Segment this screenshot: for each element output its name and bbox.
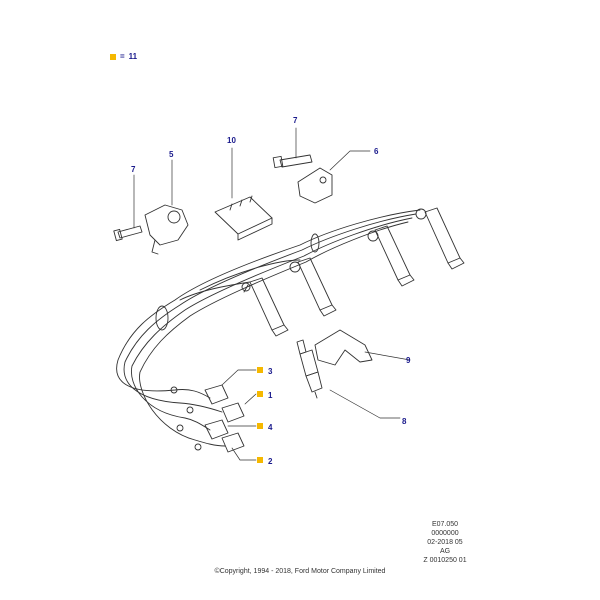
info-line-3: 02-2018 05 bbox=[427, 539, 463, 546]
info-line-1: E07.050 bbox=[431, 521, 459, 528]
wiring-harness bbox=[116, 209, 421, 447]
coil-connector-3 bbox=[170, 384, 229, 405]
marker-3 bbox=[257, 367, 263, 373]
info-line-5: Z 0010250 01 bbox=[423, 557, 467, 564]
coil-connector-2 bbox=[194, 432, 245, 453]
spark-plug-boot-a bbox=[241, 277, 289, 337]
callout-6: 6 bbox=[374, 147, 379, 156]
callout-9: 9 bbox=[406, 356, 411, 365]
coil-connector-1 bbox=[186, 402, 245, 423]
harness-clamp-2 bbox=[310, 233, 320, 253]
marker-1 bbox=[257, 391, 263, 397]
leader-lines bbox=[133, 127, 411, 461]
bolt-part-7-left bbox=[113, 225, 143, 242]
sensor-part-5 bbox=[144, 204, 189, 255]
spark-plug-boot-b bbox=[289, 257, 337, 317]
legend-value: 11 bbox=[128, 52, 138, 61]
marker-4 bbox=[257, 423, 263, 429]
legend-symbol: = bbox=[120, 52, 125, 61]
callout-5: 5 bbox=[169, 150, 174, 159]
coil-connector-4 bbox=[176, 419, 229, 440]
bracket-part-10 bbox=[214, 195, 273, 241]
marker-2 bbox=[257, 457, 263, 463]
legend-marker bbox=[110, 53, 116, 60]
callout-3: 3 bbox=[268, 367, 273, 376]
callout-1: 1 bbox=[268, 391, 273, 400]
spark-plug-part-8 bbox=[296, 339, 323, 399]
info-line-2: 0000000 bbox=[431, 530, 459, 537]
callout-7-left: 7 bbox=[131, 165, 136, 174]
copyright-notice: ©Copyright, 1994 - 2018, Ford Motor Comp… bbox=[214, 568, 386, 575]
callout-7-top: 7 bbox=[293, 116, 298, 125]
legend: = 11 bbox=[110, 52, 137, 61]
harness-clamp-1 bbox=[155, 305, 169, 331]
spark-plug-boot-c bbox=[367, 225, 415, 287]
bolt-part-7-top bbox=[272, 154, 313, 169]
callout-2: 2 bbox=[268, 457, 273, 466]
callout-4: 4 bbox=[268, 423, 273, 432]
boot-cover-part-9 bbox=[314, 329, 373, 366]
callout-10: 10 bbox=[227, 136, 236, 145]
spark-plug-boot-d bbox=[415, 207, 465, 270]
info-line-4: AG bbox=[439, 548, 451, 555]
kit-markers bbox=[257, 367, 263, 463]
info-block: E07.050 0000000 02-2018 05 AG Z 0010250 … bbox=[410, 520, 480, 565]
callout-8: 8 bbox=[402, 417, 407, 426]
bracket-part-6 bbox=[297, 167, 333, 204]
